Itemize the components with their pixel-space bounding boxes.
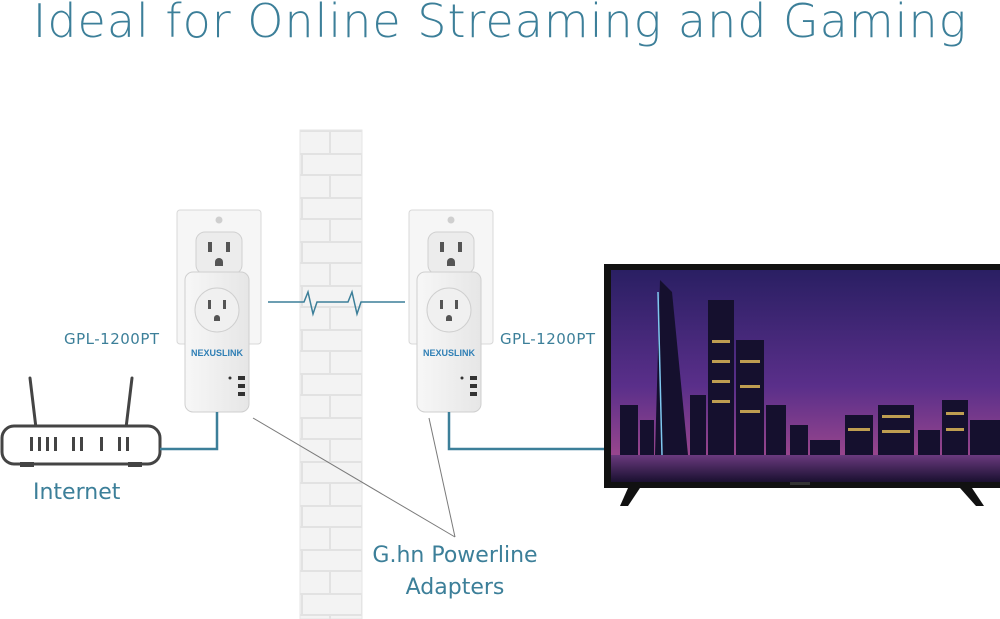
ethernet-cable-right xyxy=(449,412,610,449)
callout-line-2: Adapters xyxy=(360,572,550,604)
powerline-adapter-left xyxy=(185,272,249,412)
ethernet-cable-left xyxy=(160,412,217,449)
brick-wall xyxy=(300,130,362,619)
adapter-right-model-label: GPL-1200PT xyxy=(500,330,596,348)
powerline-adapter-right xyxy=(417,272,481,412)
adapter-left-brand: NEXUSLINK xyxy=(191,348,244,358)
callout-line-1: G.hn Powerline xyxy=(360,540,550,572)
adapters-callout: G.hn Powerline Adapters xyxy=(360,540,550,604)
adapter-right-brand: NEXUSLINK xyxy=(423,348,476,358)
router-label: Internet xyxy=(33,480,120,505)
tv-icon xyxy=(604,264,1000,506)
adapter-left-model-label: GPL-1200PT xyxy=(64,330,160,348)
router-icon xyxy=(2,378,160,467)
